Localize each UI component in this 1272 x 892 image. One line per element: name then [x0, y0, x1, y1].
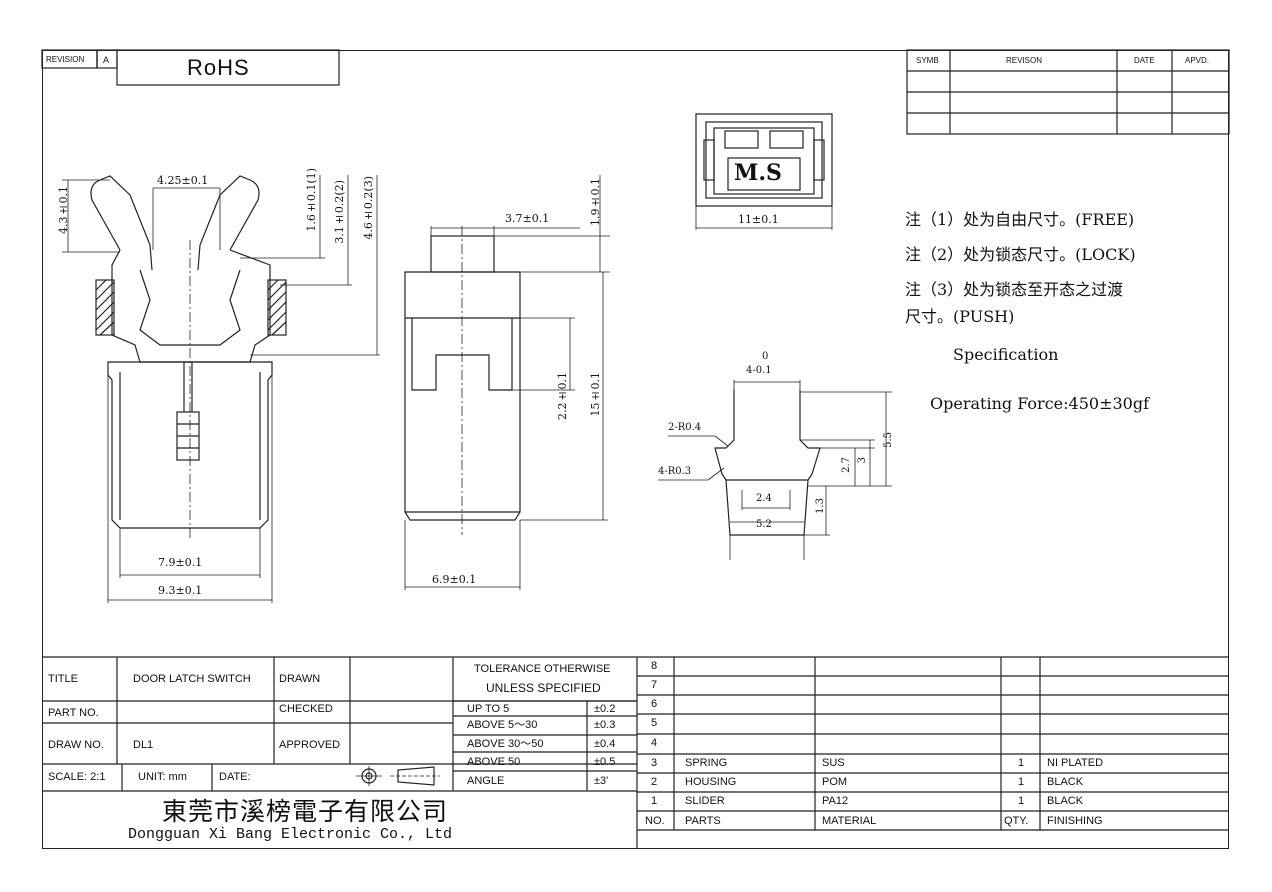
profile-dim-3: 3 — [857, 457, 868, 464]
parts-row-1-no: 8 — [651, 660, 658, 672]
parts-row-2-no: 7 — [651, 679, 658, 691]
parts-row-7-no: 2 — [651, 776, 658, 788]
parts-row-7-finishing: BLACK — [1047, 776, 1084, 788]
side-dim-top-height: 1.9±0.1 — [589, 178, 602, 226]
tol-range-5: ANGLE — [467, 775, 505, 787]
parts-row-8-material: PA12 — [822, 795, 849, 807]
side-view-drawing — [404, 175, 610, 590]
front-view-drawing — [62, 175, 380, 603]
parts-footer-material: MATERIAL — [822, 815, 877, 827]
tol-range-1: UP TO 5 — [467, 703, 510, 715]
front-dim-free: 1.6±0.1(1) — [305, 168, 318, 232]
front-dim-inner-width: 7.9±0.1 — [158, 556, 203, 569]
parts-row-8-finishing: BLACK — [1047, 795, 1084, 807]
rev-col-date: DATE — [1134, 56, 1155, 65]
header-boxes — [41, 49, 340, 86]
top-dim-width: 11±0.1 — [738, 213, 779, 226]
title-block-grid — [42, 656, 1229, 849]
drawing-frame — [42, 50, 1229, 849]
tolerance-header-2: UNLESS SPECIFIED — [486, 681, 601, 695]
parts-row-8-part: SLIDER — [685, 795, 725, 807]
front-dim-top-width: 4.25±0.1 — [157, 174, 209, 187]
profile-dim-2-4: 2.4 — [756, 493, 772, 504]
rev-col-symb: SYMB — [916, 56, 939, 65]
checked-label: CHECKED — [279, 703, 333, 715]
front-dim-push: 4.6±0.2(3) — [362, 176, 375, 240]
side-dim-height: 15±0.1 — [589, 372, 602, 417]
side-dim-width: 6.9±0.1 — [432, 573, 477, 586]
parts-row-8-qty: 1 — [1018, 795, 1025, 807]
part-no-label: PART NO. — [48, 707, 99, 719]
rev-col-revision: REVISON — [1006, 56, 1043, 65]
parts-row-8-no: 1 — [651, 795, 658, 807]
projection-symbol-icon — [356, 766, 440, 786]
profile-dim-1-3: 1.3 — [815, 498, 826, 514]
front-dim-left-height: 4.3±0.1 — [57, 186, 70, 234]
parts-row-3-no: 6 — [651, 698, 658, 710]
note-free: 注（1）处为自由尺寸。(FREE) — [905, 210, 1135, 229]
ms-mark: M.S — [734, 160, 782, 186]
unit-label: UNIT: mm — [138, 771, 187, 783]
side-dim-slot: 2.2±0.1 — [556, 372, 569, 420]
note-push-line2: 尺寸。(PUSH) — [905, 307, 1015, 326]
parts-footer-parts: PARTS — [685, 815, 721, 827]
parts-row-6-material: SUS — [822, 757, 845, 769]
tolerance-header-1: TOLERANCE OTHERWISE — [474, 663, 611, 675]
profile-dim-5-5: 5.5 — [883, 432, 894, 448]
profile-radius-2: 4-R0.3 — [658, 466, 692, 477]
parts-row-7-part: HOUSING — [685, 776, 737, 788]
parts-row-6-part: SPRING — [685, 757, 728, 769]
drawn-label: DRAWN — [279, 673, 321, 685]
title-label: TITLE — [48, 673, 78, 685]
note-push-line1: 注（3）处为锁态至开态之过渡 — [905, 280, 1124, 299]
note-lock: 注（2）处为锁态尺寸。(LOCK) — [905, 245, 1136, 264]
spec-title: Specification — [953, 345, 1059, 364]
tol-value-4: ±0.5 — [594, 756, 616, 768]
revision-label: REVISION — [46, 55, 85, 64]
tol-value-3: ±0.4 — [594, 738, 616, 750]
profile-dim-top: 4-0.1 — [746, 365, 772, 376]
operating-force: Operating Force:450±30gf — [930, 394, 1149, 413]
profile-dim-2-7: 2.7 — [841, 457, 852, 473]
profile-view-drawing — [658, 380, 892, 560]
tol-value-1: ±0.2 — [594, 703, 616, 715]
profile-tol-upper: 0 — [762, 351, 769, 362]
tol-range-4: ABOVE 50 — [467, 756, 521, 768]
parts-footer-finishing: FINISHING — [1047, 815, 1103, 827]
front-dim-lock: 3.1±0.2(2) — [333, 180, 346, 244]
parts-row-6-finishing: NI PLATED — [1047, 757, 1104, 769]
revision-value: A — [103, 55, 110, 65]
date-label: DATE: — [219, 771, 251, 783]
top-view-drawing — [695, 113, 833, 230]
profile-radius-1: 2-R0.4 — [668, 422, 702, 433]
profile-dim-5-2: 5.2 — [756, 519, 772, 530]
rohs-label: RoHS — [187, 55, 250, 80]
tol-value-2: ±0.3 — [594, 719, 616, 731]
parts-row-7-material: POM — [822, 776, 848, 788]
rev-col-apvd: APVD. — [1185, 56, 1210, 65]
parts-footer-no: NO. — [645, 815, 665, 827]
parts-row-4-no: 5 — [651, 717, 658, 729]
company-name-en: Dongguan Xi Bang Electronic Co., Ltd — [128, 826, 453, 843]
parts-footer-qty: QTY. — [1004, 815, 1029, 827]
title-value: DOOR LATCH SWITCH — [133, 673, 251, 685]
revision-table-grid — [906, 49, 1230, 135]
company-name-cn: 東莞市溪榜電子有限公司 — [162, 797, 449, 826]
parts-row-6-no: 3 — [651, 757, 658, 769]
parts-row-5-no: 4 — [651, 737, 658, 749]
approved-label: APPROVED — [279, 739, 341, 751]
draw-no-value: DL1 — [133, 739, 154, 751]
side-dim-top-width: 3.7±0.1 — [505, 212, 550, 225]
scale-label: SCALE: 2:1 — [48, 771, 106, 783]
front-dim-outer-width: 9.3±0.1 — [158, 584, 203, 597]
tol-value-5: ±3' — [594, 775, 609, 787]
draw-no-label: DRAW NO. — [48, 739, 104, 751]
tol-range-3: ABOVE 30～50 — [467, 738, 544, 750]
parts-row-6-qty: 1 — [1018, 757, 1025, 769]
parts-row-7-qty: 1 — [1018, 776, 1025, 788]
tol-range-2: ABOVE 5～30 — [467, 719, 538, 731]
